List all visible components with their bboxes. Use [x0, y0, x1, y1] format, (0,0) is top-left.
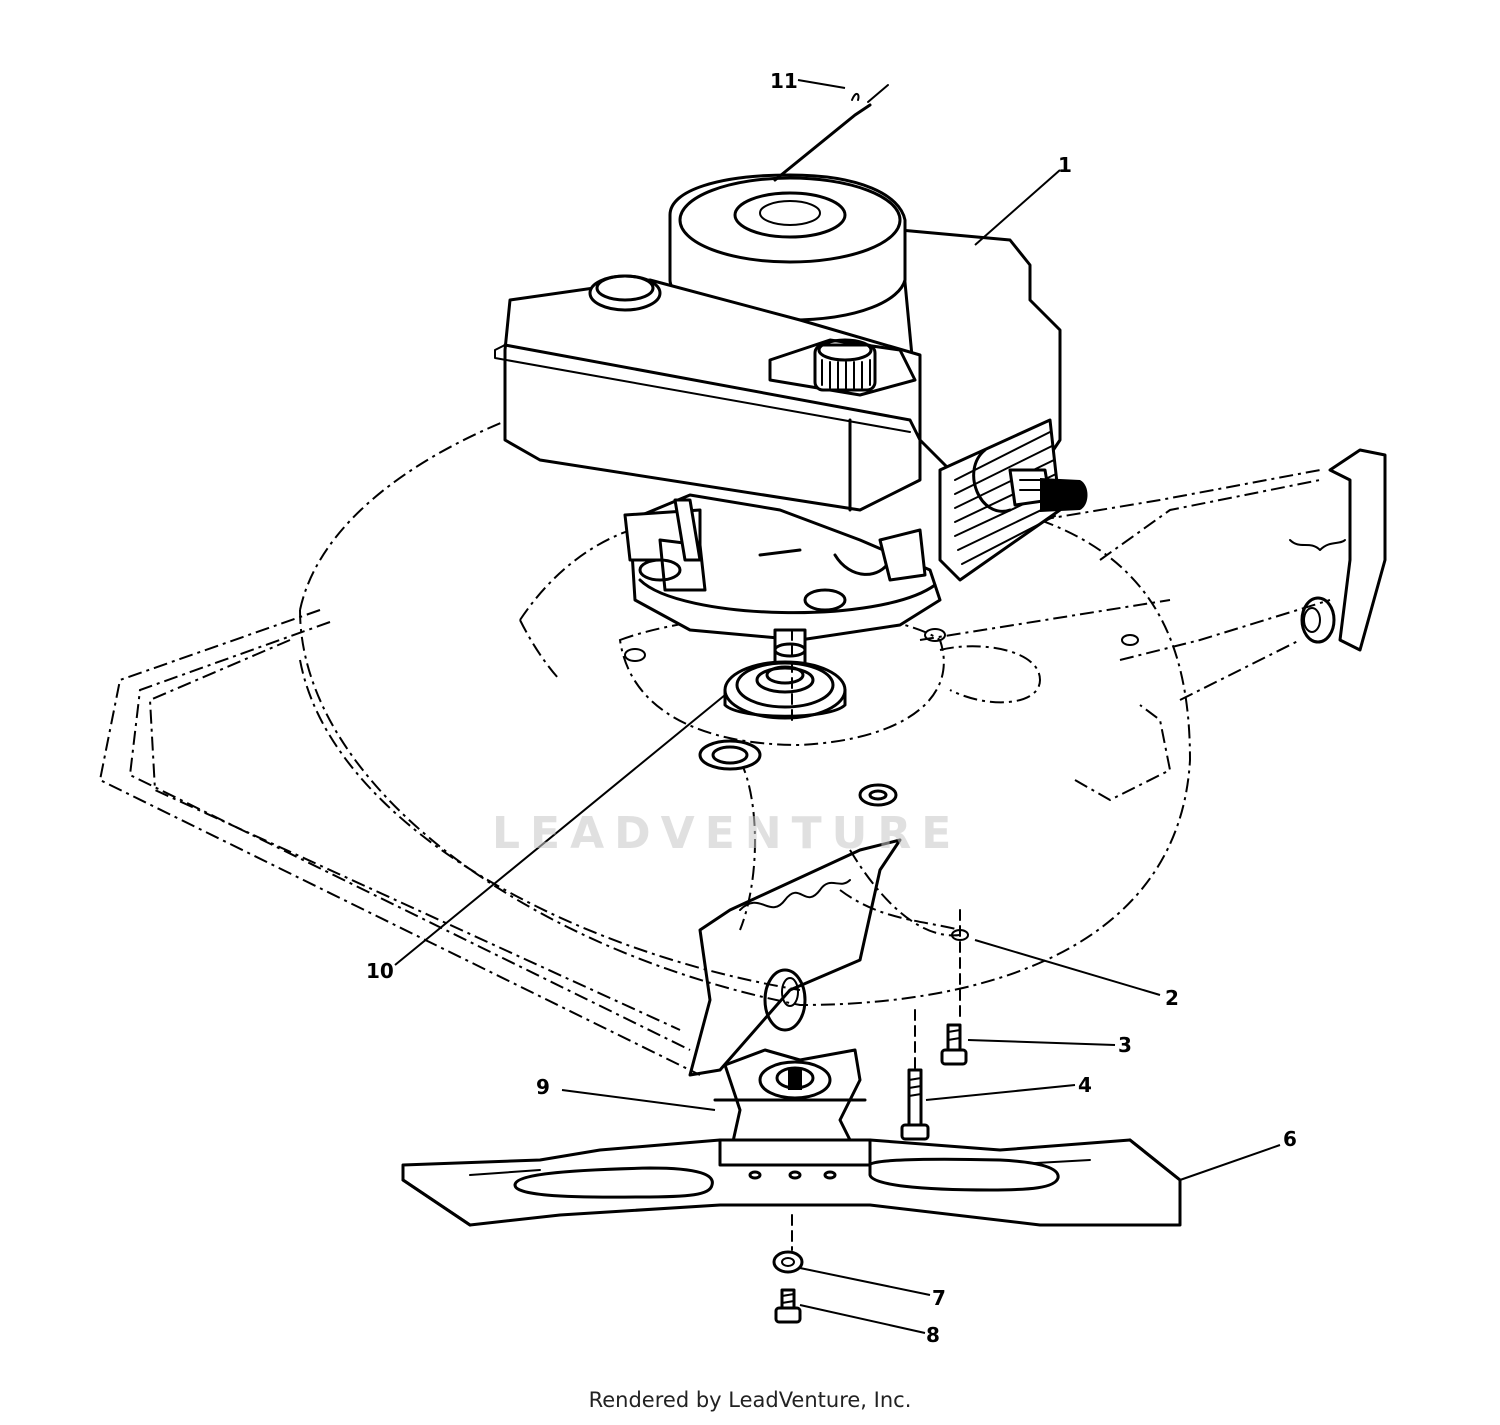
- alignment-lines: [791, 629, 961, 1251]
- callout-3: 3: [1118, 1033, 1132, 1057]
- callout-1: 1: [1058, 153, 1072, 177]
- callout-8: 8: [926, 1323, 940, 1347]
- bolt-3: [940, 1023, 968, 1066]
- bolt-4: [900, 1068, 930, 1141]
- leader-lines: [394, 79, 1281, 1334]
- callout-2: 2: [1165, 986, 1179, 1010]
- spark-plug: [972, 448, 1088, 513]
- deck-washers: [698, 739, 898, 807]
- mower-blade: [401, 1138, 1182, 1227]
- cylinder-fins: [938, 418, 1062, 582]
- footer-credit: Rendered by LeadVenture, Inc.: [588, 1388, 912, 1412]
- watermark: LEADVENTURE: [492, 808, 961, 859]
- front-height-adjuster: [688, 838, 902, 1077]
- callout-labels: 1 2 3 4 6 7 8 9 10 11: [366, 69, 1297, 1347]
- deck-bolt-holes: [624, 628, 1139, 941]
- control-cable-11: [773, 84, 889, 182]
- rear-height-adjuster: [1289, 448, 1387, 652]
- callout-9: 9: [536, 1075, 550, 1099]
- callout-10: 10: [366, 959, 394, 983]
- callout-7: 7: [932, 1286, 946, 1310]
- engine: [494, 173, 1088, 677]
- blade-adapter-pulley: [723, 660, 847, 720]
- callout-11: 11: [770, 69, 798, 93]
- callout-6: 6: [1283, 1127, 1297, 1151]
- lock-washer-7: [772, 1250, 804, 1274]
- callout-4: 4: [1078, 1073, 1092, 1097]
- blade-bolt-8: [774, 1288, 802, 1324]
